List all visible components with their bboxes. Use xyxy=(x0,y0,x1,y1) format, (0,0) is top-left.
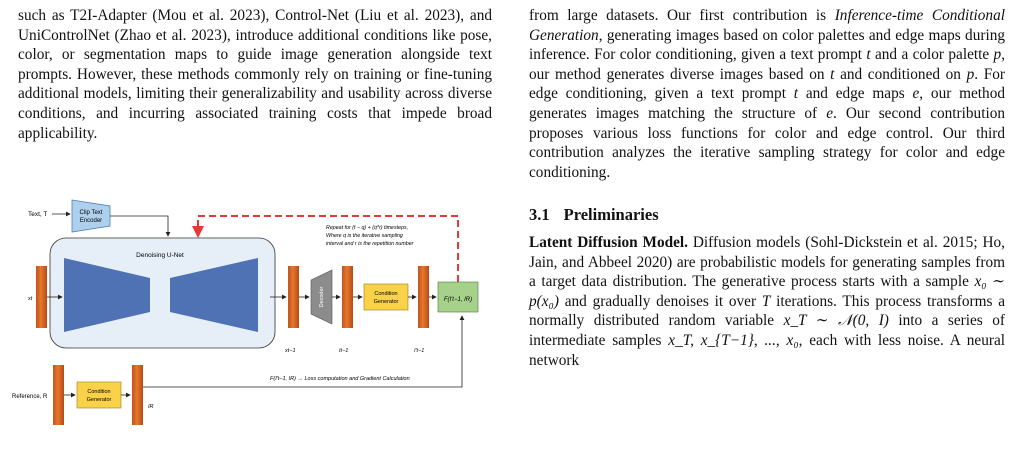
condgen-label-1: Condition xyxy=(374,291,397,297)
it1-label: It−1 xyxy=(339,348,348,354)
latent-xt-1 xyxy=(288,266,299,328)
section-number: 3.1 xyxy=(529,205,550,225)
clip-label-2: Encoder xyxy=(80,218,102,224)
left-column: such as T2I-Adapter (Mou et al. 2023), C… xyxy=(18,6,492,143)
section-title: Preliminaries xyxy=(563,205,659,225)
ir-label: IR xyxy=(148,404,154,410)
condition-generator-box-ref xyxy=(76,381,122,409)
loss-note: F(I′t−1, IR) → Loss computation and Grad… xyxy=(270,376,410,382)
unet-encoder-shape xyxy=(64,258,150,332)
contribution-paragraph: from large datasets. Our first contribut… xyxy=(529,7,1006,181)
section-heading: 3.1 Preliminaries xyxy=(529,205,1005,225)
loss-box-label: F(I′t−1, IR) xyxy=(444,297,472,303)
emphasis-text: Inference-time Conditional Generation xyxy=(529,7,1005,44)
repeat-note-2: Where q is the iterative sampling xyxy=(326,233,403,239)
clip-text-encoder-shape xyxy=(71,199,111,233)
right-column: from large datasets. Our first contribut… xyxy=(529,6,1005,370)
decoder-label: Decoder xyxy=(319,286,325,307)
loss-function-box xyxy=(437,281,479,313)
image-it-1-prime xyxy=(418,266,429,328)
repeat-note-3: interval and r is the repetition number xyxy=(326,241,414,247)
paragraph-title: Latent Diffusion Model. xyxy=(529,233,688,251)
ldm-paragraph: Latent Diffusion Model. Diffusion models… xyxy=(529,233,1006,369)
intro-paragraph: such as T2I-Adapter (Mou et al. 2023), C… xyxy=(18,7,492,142)
condgen-ref-label-1: Condition xyxy=(87,389,110,395)
condition-generator-box xyxy=(363,283,409,311)
condgen-label-2: Generator xyxy=(374,299,399,305)
decoder-shape xyxy=(310,269,333,325)
latent-xt xyxy=(36,266,47,328)
image-it-1 xyxy=(342,266,353,328)
it1p-label: I′t−1 xyxy=(414,348,424,354)
image-ir xyxy=(132,365,143,425)
method-diagram: Text, T Clip Text Encoder Denoising U-Ne… xyxy=(12,199,479,425)
unet-label: Denoising U-Net xyxy=(136,252,184,259)
xt-label: xt xyxy=(27,296,33,302)
text-input-label: Text, T xyxy=(28,211,47,218)
condgen-ref-label-2: Generator xyxy=(87,397,112,403)
reference-label: Reference, R xyxy=(12,394,48,400)
feedback-loop-arrow xyxy=(192,215,459,282)
unet-decoder-shape xyxy=(170,258,258,332)
reference-image xyxy=(53,365,64,425)
clip-label-1: Clip Text xyxy=(80,210,103,216)
xt1-label: xt−1 xyxy=(284,348,296,354)
repeat-note-1: Repeat for (t − q) + (q*r) timesteps, xyxy=(326,225,408,231)
